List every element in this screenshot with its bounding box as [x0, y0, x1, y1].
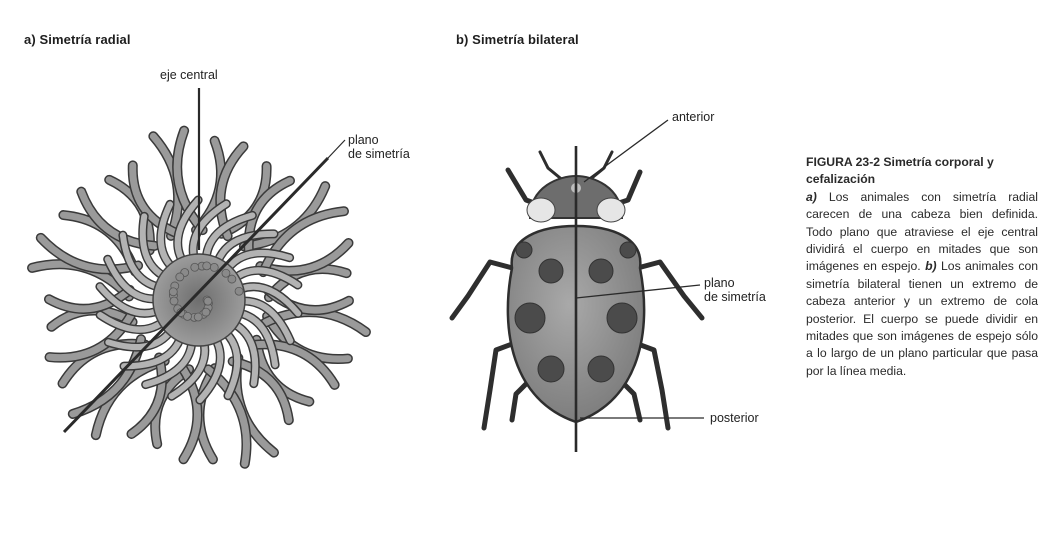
caption-marker-a: a) — [806, 190, 817, 204]
callout-central-axis: eje central — [160, 68, 218, 82]
disc-texture-dot — [222, 269, 230, 277]
callout-bilateral-plane: plano de simetría — [704, 276, 766, 304]
callout-radial-plane: plano de simetría — [348, 133, 410, 161]
caption-text-b: Los animales con simetría bilateral tien… — [806, 259, 1038, 377]
caption-title: FIGURA 23-2 Simetría corporal y cefaliza… — [806, 154, 1038, 189]
disc-texture-dot — [202, 308, 210, 316]
disc-texture-dot — [194, 313, 202, 321]
figure-caption: FIGURA 23-2 Simetría corporal y cefaliza… — [806, 154, 1038, 380]
disc-texture-dot — [169, 288, 177, 296]
disc-texture-dot — [176, 273, 184, 281]
radial-plane-leader — [328, 140, 345, 158]
caption-marker-b: b) — [925, 259, 937, 273]
disc-texture-dot — [210, 263, 218, 271]
disc-texture-dot — [204, 297, 212, 305]
callout-anterior: anterior — [672, 110, 714, 124]
callout-radial-plane-line2: de simetría — [348, 147, 410, 161]
callout-bilateral-plane-line1: plano — [704, 276, 766, 290]
disc-texture-dot — [203, 262, 211, 270]
anterior-leader — [584, 120, 668, 182]
callout-bilateral-plane-line2: de simetría — [704, 290, 766, 304]
callout-radial-plane-line1: plano — [348, 133, 410, 147]
disc-texture-dot — [170, 297, 178, 305]
disc-texture-dot — [235, 287, 243, 295]
callout-posterior: posterior — [710, 411, 759, 425]
disc-texture-dot — [191, 263, 199, 271]
